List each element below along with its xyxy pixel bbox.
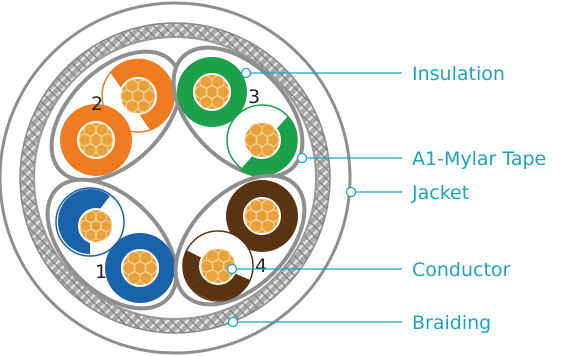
mylar-dot	[296, 152, 308, 164]
mylar-tape-label: A1-Mylar Tape	[412, 148, 546, 170]
pair-1-wire-b	[105, 233, 175, 303]
pair-1-wire-a-conductor	[78, 208, 114, 244]
braiding-dot	[227, 316, 239, 328]
pair-4-number: 4	[255, 255, 267, 277]
pair-3-wire-a-conductor	[193, 73, 231, 111]
insulation-dot	[240, 67, 252, 79]
pair-2-wire-a-conductor	[119, 77, 157, 115]
pair-1-wire-a	[55, 187, 125, 257]
pair-2-number: 2	[91, 93, 103, 115]
jacket-dot	[345, 186, 357, 198]
pair-4-wire-b	[182, 230, 254, 302]
pair-1-number: 1	[95, 261, 107, 283]
conductor-dot	[226, 263, 238, 275]
braiding-label: Braiding	[412, 312, 491, 334]
conductor-label: Conductor	[412, 259, 511, 281]
pair-3-wire-a	[177, 57, 247, 127]
pair-3-wire-b-conductor	[243, 121, 281, 159]
pair-4-wire-a	[226, 180, 298, 252]
pair-2-wire-b	[60, 104, 132, 176]
pair-4-wire-a-conductor	[243, 197, 281, 235]
jacket-label: Jacket	[411, 182, 469, 204]
pair-3-number: 3	[248, 86, 260, 108]
pair-2-wire-b-conductor	[77, 121, 115, 159]
pair-3-wire-b	[226, 104, 298, 177]
pair-1-wire-b-conductor	[121, 249, 159, 287]
insulation-label: Insulation	[412, 63, 505, 85]
